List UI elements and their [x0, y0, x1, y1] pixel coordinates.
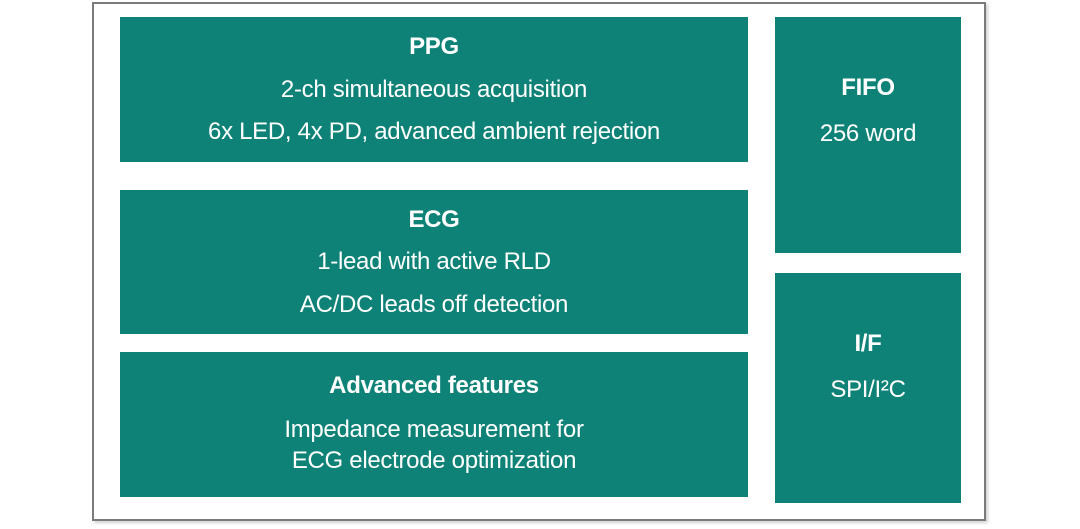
block-advanced-line-1: Impedance measurement for	[284, 416, 584, 444]
block-ecg-line-1: 1-lead with active RLD	[317, 248, 551, 276]
block-advanced-line-2: ECG electrode optimization	[291, 446, 577, 474]
block-interface-line-1: SPI/I²C	[830, 375, 906, 403]
block-fifo: FIFO 256 word	[775, 17, 961, 253]
block-ppg: PPG 2-ch simultaneous acquisition 6x LED…	[120, 17, 748, 162]
block-ppg-title: PPG	[409, 33, 459, 61]
block-fifo-title: FIFO	[841, 74, 895, 101]
block-fifo-line-1: 256 word	[819, 119, 917, 147]
block-advanced-body: Impedance measurement for ECG electrode …	[284, 415, 584, 476]
block-ecg: ECG 1-lead with active RLD AC/DC leads o…	[120, 190, 748, 334]
block-ecg-title: ECG	[408, 205, 460, 233]
block-advanced-features: Advanced features Impedance measurement …	[120, 352, 748, 497]
block-interface: I/F SPI/I²C	[775, 273, 961, 503]
diagram-frame: PPG 2-ch simultaneous acquisition 6x LED…	[92, 2, 986, 521]
block-ecg-line-2: AC/DC leads off detection	[299, 290, 569, 318]
block-ppg-line-2: 6x LED, 4x PD, advanced ambient rejectio…	[208, 118, 660, 146]
block-ppg-line-1: 2-ch simultaneous acquisition	[280, 75, 588, 103]
block-advanced-title: Advanced features	[329, 372, 539, 400]
block-interface-title: I/F	[854, 330, 882, 357]
